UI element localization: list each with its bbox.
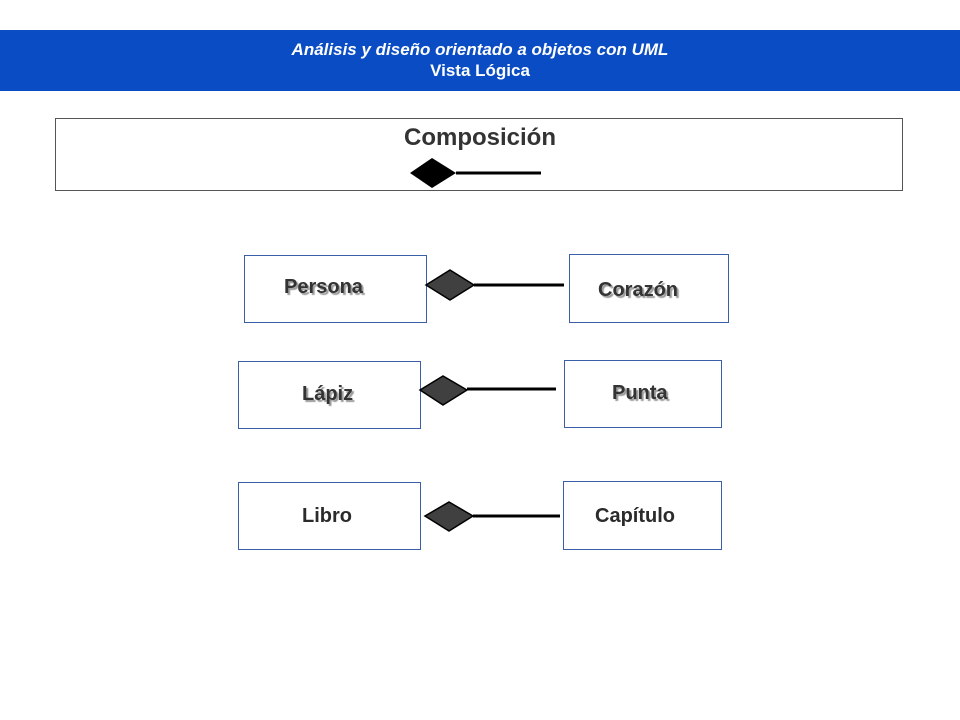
class-label-whole: Libro (302, 505, 352, 527)
class-label-whole: Persona (284, 276, 363, 298)
class-label-part: Capítulo (595, 505, 675, 527)
composition-connector (418, 375, 556, 406)
composition-diamond-icon (410, 158, 541, 188)
composition-diamond-icon (424, 269, 476, 301)
class-label-part: Corazón (598, 279, 678, 301)
class-label-whole: Lápiz (302, 383, 354, 405)
class-box-whole (238, 361, 421, 429)
header-banner: Análisis y diseño orientado a objetos co… (0, 30, 960, 91)
header-title: Análisis y diseño orientado a objetos co… (291, 40, 669, 59)
class-box-whole (238, 482, 421, 550)
legend-diamond (410, 158, 456, 188)
legend-title: Composición (403, 124, 556, 151)
class-box-part (564, 360, 722, 428)
header-subtitle: Vista Lógica (430, 61, 530, 80)
composition-diamond-icon (418, 375, 469, 406)
composition-connector (424, 269, 564, 301)
class-box-part (563, 481, 722, 550)
class-label-part: Punta (612, 382, 668, 404)
composition-connector (423, 501, 560, 532)
class-box-whole (244, 255, 427, 323)
composition-diamond-icon (423, 501, 475, 532)
legend-box (55, 118, 903, 191)
class-box-part (569, 254, 729, 323)
